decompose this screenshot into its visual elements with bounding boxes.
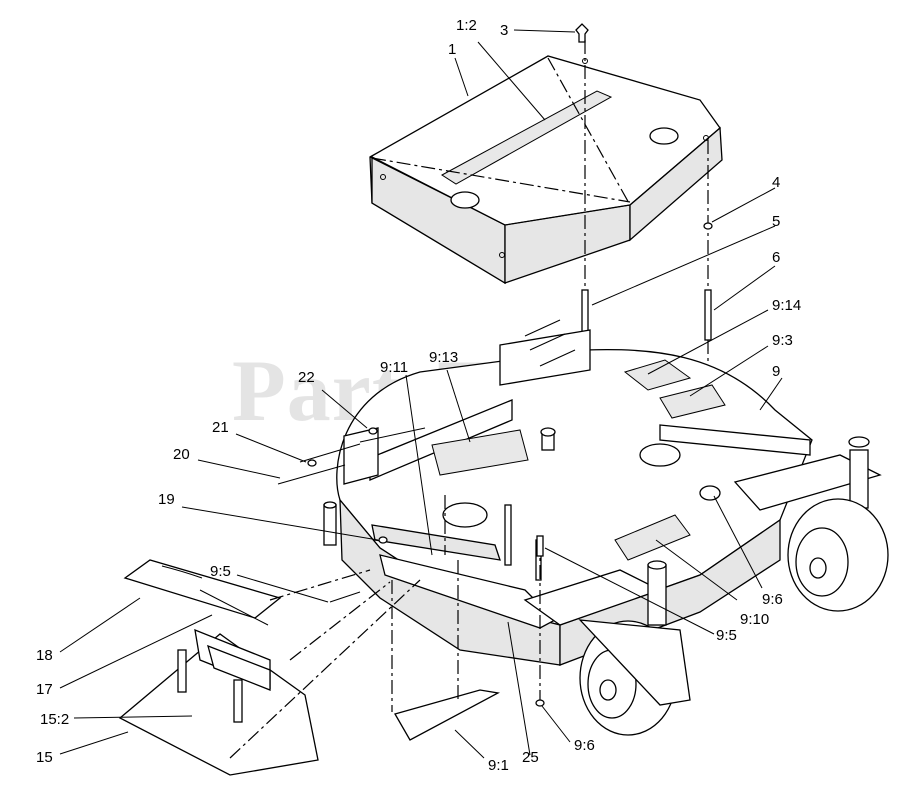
- callout-19: 19: [158, 491, 175, 508]
- callout-labels: 1 1:2 3 4 5 6 9:14 9:3 9 22 9:11 9:13 21…: [36, 17, 801, 774]
- front-bracket: [499, 329, 591, 386]
- callout-9-5-left: 9:5: [210, 563, 231, 580]
- caster-wheel-right: [733, 436, 889, 612]
- callout-25: 25: [522, 749, 539, 766]
- washer-part: [535, 699, 545, 707]
- callout-9-1: 9:1: [488, 757, 509, 774]
- callout-9-6-right: 9:6: [762, 591, 783, 608]
- callout-20: 20: [173, 446, 190, 463]
- callout-15: 15: [36, 749, 53, 766]
- left-bracket: [277, 427, 426, 485]
- pin-part: [704, 289, 712, 341]
- washer-part: [703, 222, 713, 230]
- caster-wheel-left: [523, 560, 691, 736]
- callout-9-5-right: 9:5: [716, 627, 737, 644]
- callout-18: 18: [36, 647, 53, 664]
- callout-21: 21: [212, 419, 229, 436]
- callout-4: 4: [772, 174, 780, 191]
- deck-cover: [369, 55, 723, 285]
- baffle-part: [394, 689, 500, 741]
- side-rail: [371, 504, 557, 629]
- leader-lines: [59, 29, 783, 759]
- callout-6: 6: [772, 249, 780, 266]
- callout-9: 9: [772, 363, 780, 380]
- callout-5: 5: [772, 213, 780, 230]
- callout-9-10: 9:10: [740, 611, 769, 628]
- callout-9-14: 9:14: [772, 297, 801, 314]
- washer-part: [378, 536, 388, 544]
- callout-9-3: 9:3: [772, 332, 793, 349]
- bolt-part: [329, 591, 361, 603]
- callout-22: 22: [298, 369, 315, 386]
- assembly-line: [289, 581, 391, 661]
- assembly-line: [269, 569, 371, 601]
- callout-3: 3: [500, 22, 508, 39]
- bolt-group: [524, 319, 576, 367]
- callout-9-13: 9:13: [429, 349, 458, 366]
- callout-9-6-bottom: 9:6: [574, 737, 595, 754]
- chute-hinge: [123, 559, 282, 691]
- knob-part: [575, 23, 589, 64]
- callout-9-11: 9:11: [380, 359, 408, 376]
- washer-part: [699, 485, 721, 501]
- callout-15-2: 15:2: [40, 711, 69, 728]
- mower-deck: [323, 348, 813, 666]
- assembly-line: [229, 579, 421, 759]
- callout-17: 17: [36, 681, 53, 698]
- bolt-part: [536, 535, 544, 557]
- callout-1-2: 1:2: [456, 17, 477, 34]
- callout-1: 1: [448, 41, 456, 58]
